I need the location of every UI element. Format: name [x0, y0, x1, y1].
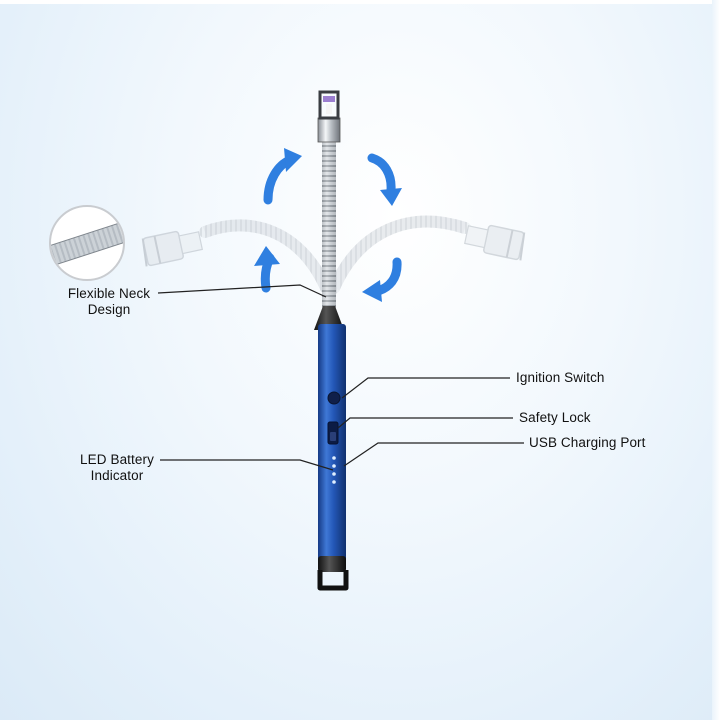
flexible-neck-line2: Design — [87, 302, 131, 317]
callout-lines — [157, 284, 524, 471]
flexible-neck-line1: Flexible Neck — [67, 286, 151, 301]
led-indicator-line1: LED Battery — [80, 452, 154, 467]
flexible-neck-label: Flexible Neck Design — [54, 286, 164, 318]
ignition-switch-label: Ignition Switch — [516, 370, 605, 385]
safety-lock-label: Safety Lock — [519, 410, 591, 425]
led-dots — [332, 456, 336, 484]
right-border — [712, 0, 720, 720]
spring-detail-icon — [49, 205, 125, 281]
electrode-head — [317, 90, 341, 143]
top-border — [0, 0, 720, 4]
usb-port-label: USB Charging Port — [529, 435, 646, 450]
led-indicator-label: LED Battery Indicator — [62, 452, 172, 484]
ghost-neck-right — [328, 215, 526, 294]
ignition-button — [327, 391, 341, 405]
arrow-heads — [254, 148, 402, 302]
hanging-loop — [317, 570, 349, 591]
ghost-neck-left — [141, 219, 332, 294]
led-indicator-line2: Indicator — [90, 468, 144, 483]
